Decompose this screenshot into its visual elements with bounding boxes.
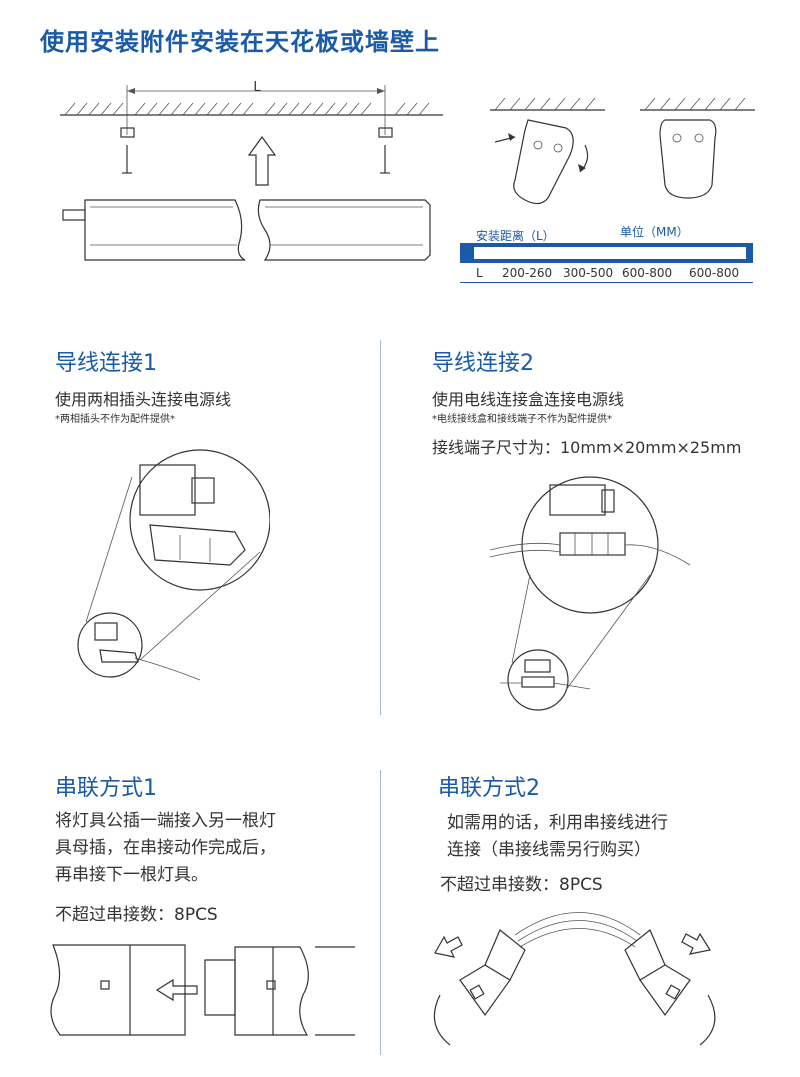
wire2-title: 导线连接2 (432, 351, 534, 376)
clip-detail-diagram (490, 97, 755, 205)
wire1-title: 导线连接1 (55, 351, 157, 376)
table-cell: 600-800 (622, 266, 673, 280)
wire2-note: *电线接线盒和接线端子不作为配件提供* (432, 414, 612, 425)
table-cell: 300-500 (563, 266, 614, 280)
column-divider-bottom (380, 770, 381, 1055)
column-divider (380, 340, 381, 715)
series2-max-count: 不超过串接数：8PCS (440, 875, 603, 895)
table-cell: 600-800 (689, 266, 740, 280)
series1-description: 将灯具公插一端接入另一根灯 具母插，在串接动作完成后， 再串接下一根灯具。 (55, 808, 365, 889)
junction-box-diagram (490, 476, 691, 711)
series2-diagram (433, 912, 716, 1046)
series1-title: 串联方式1 (55, 776, 157, 801)
dimension-label: L (253, 80, 261, 95)
ceiling-mount-diagram: L (60, 80, 443, 261)
series2-description: 如需用的话，利用串接线进行 连接（串接线需另行购买） (447, 810, 767, 864)
series1-line: 将灯具公插一端接入另一根灯 (55, 811, 276, 831)
series2-line: 如需用的话，利用串接线进行 (447, 813, 668, 833)
page-title: 使用安装附件安装在天花板或墙壁上 (40, 28, 440, 56)
series2-title: 串联方式2 (438, 776, 540, 801)
table-bottom-rule (460, 282, 753, 283)
wire2-subtitle: 使用电线连接盒连接电源线 (432, 390, 625, 409)
wire1-subtitle: 使用两相插头连接电源线 (55, 390, 232, 409)
series1-max-count: 不超过串接数：8PCS (55, 905, 218, 925)
series1-line: 再串接下一根灯具。 (55, 865, 208, 885)
table-label-unit: 单位（MM） (620, 225, 689, 239)
table-cell: 200-260 (502, 266, 553, 280)
two-pin-plug-diagram (77, 449, 270, 681)
wire1-note: *两相插头不作为配件提供* (55, 414, 175, 425)
series1-line: 具母插，在串接动作完成后， (55, 838, 276, 858)
wire2-terminal-size: 接线端子尺寸为：10mm×20mm×25mm (432, 438, 742, 457)
series1-diagram (50, 944, 355, 1036)
table-header-bar (460, 243, 753, 263)
table-label-distance: 安装距离（L） (476, 229, 555, 243)
table-row-label: L (476, 266, 483, 280)
series2-line: 连接（串接线需另行购买） (447, 840, 651, 860)
